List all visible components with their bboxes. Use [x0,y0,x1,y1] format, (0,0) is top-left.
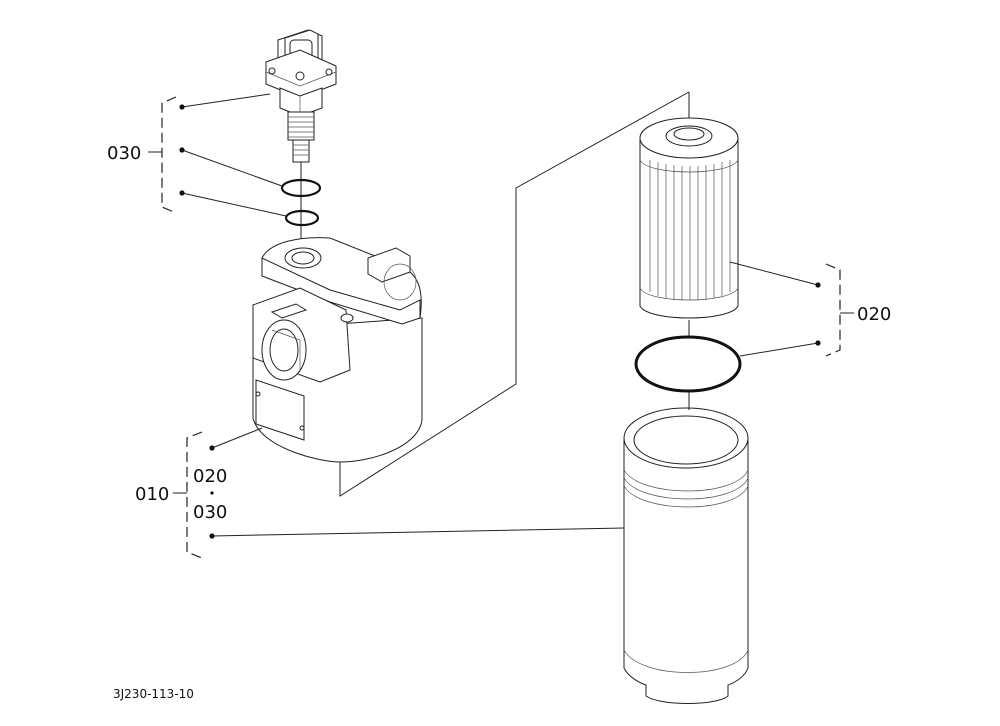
element-o-ring[interactable] [634,335,742,393]
dashed-brackets [148,96,854,559]
filter-element-part[interactable] [639,117,739,319]
callout-010-sub-030: 030 [193,502,227,523]
callout-010: 010 [135,484,169,505]
pressure-switch-part[interactable] [265,29,337,163]
o-ring-large[interactable] [280,178,322,198]
drawing-code: 3J230-113-10 [113,687,194,701]
leader-lines [181,93,819,537]
filter-bowl-part[interactable] [623,407,749,704]
leader-dots [179,104,821,539]
filter-head-housing-part[interactable] [252,237,423,463]
o-ring-small[interactable] [284,209,320,227]
callout-030: 030 [107,143,141,164]
callout-020: 020 [857,304,891,325]
callout-010-sub-020: 020 [193,466,227,487]
